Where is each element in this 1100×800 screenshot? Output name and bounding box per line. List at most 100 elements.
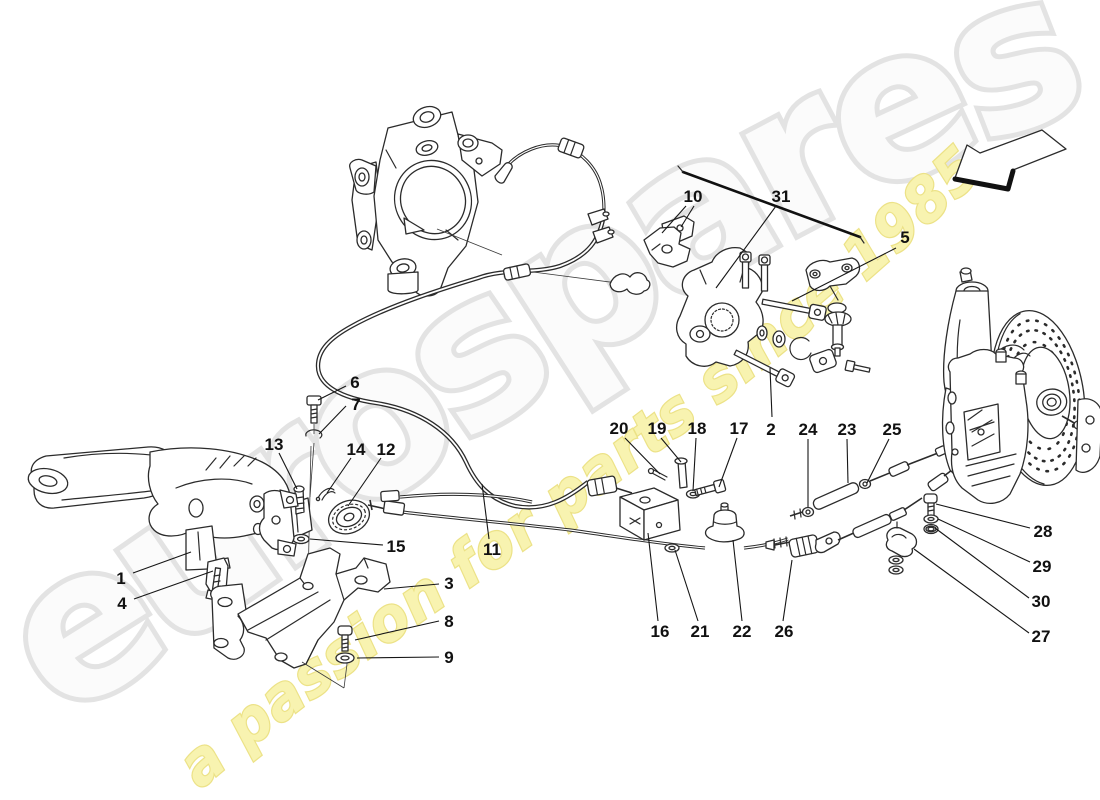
cable-pulley-group xyxy=(279,395,406,545)
bolt-28-group xyxy=(923,493,939,535)
callout-31[interactable]: 31 xyxy=(772,187,791,206)
tube-23 xyxy=(812,482,860,510)
callout-14[interactable]: 14 xyxy=(347,440,366,459)
assembly-span-line xyxy=(677,165,865,244)
leader-line-1 xyxy=(132,551,192,574)
callout-7[interactable]: 7 xyxy=(351,395,360,414)
callout-18[interactable]: 18 xyxy=(688,419,707,438)
split-pin-20 xyxy=(651,468,668,481)
lever-bracket-1 xyxy=(185,525,231,571)
hub xyxy=(1036,388,1068,416)
callout-9[interactable]: 9 xyxy=(444,648,453,667)
knuckle-opening xyxy=(393,159,473,241)
handbrake-cable xyxy=(318,137,790,550)
callout-5[interactable]: 5 xyxy=(900,228,909,247)
mounting-bracket-3 xyxy=(210,547,391,689)
leader-line-25 xyxy=(866,438,890,484)
callout-8[interactable]: 8 xyxy=(444,612,453,631)
leader-line-15 xyxy=(309,538,384,546)
callout-13[interactable]: 13 xyxy=(265,435,284,454)
lever-body xyxy=(147,447,291,539)
clevis-26 xyxy=(765,531,841,558)
steering-knuckle-drawing xyxy=(349,105,503,297)
leader-line-29 xyxy=(937,518,1031,563)
cable-clips xyxy=(587,208,615,244)
leader-line-28 xyxy=(935,503,1031,529)
callout-16[interactable]: 16 xyxy=(651,622,670,641)
callout-29[interactable]: 29 xyxy=(1033,557,1052,576)
callout-22[interactable]: 22 xyxy=(733,622,752,641)
housing-bolt-b xyxy=(758,254,771,292)
right-cable-runs xyxy=(765,445,953,575)
brake-corner xyxy=(941,267,1100,505)
cable-ferrule-top xyxy=(557,137,585,159)
leader-line-12 xyxy=(347,457,382,507)
callout-11[interactable]: 11 xyxy=(483,540,501,559)
callout-28[interactable]: 28 xyxy=(1034,522,1053,541)
callout-6[interactable]: 6 xyxy=(350,373,359,392)
leader-line-18 xyxy=(692,437,697,492)
callout-12[interactable]: 12 xyxy=(377,440,396,459)
cam-block xyxy=(809,348,837,374)
callout-2[interactable]: 2 xyxy=(766,420,775,439)
cable-sleeve xyxy=(502,263,532,281)
grommet-22 xyxy=(704,502,745,543)
callout-30[interactable]: 30 xyxy=(1032,592,1051,611)
callout-15[interactable]: 15 xyxy=(387,537,406,556)
bolt-8 xyxy=(337,625,353,652)
leader-line-19 xyxy=(660,437,682,463)
leader-line-10 xyxy=(661,205,687,234)
callout-26[interactable]: 26 xyxy=(775,622,794,641)
actuator-mechanism xyxy=(609,215,871,388)
callout-17[interactable]: 17 xyxy=(730,419,749,438)
clamp-27 xyxy=(885,521,918,575)
watermark-brand-text: eurospares xyxy=(0,0,1100,768)
bell-crank-5 xyxy=(805,257,861,357)
leader-line-5 xyxy=(791,247,897,302)
leader-line-11 xyxy=(481,483,490,540)
callout-1[interactable]: 1 xyxy=(116,569,125,588)
callout-23[interactable]: 23 xyxy=(838,420,857,439)
leader-line-14 xyxy=(326,457,352,494)
leader-line-30 xyxy=(934,527,1030,599)
long-bolt-lower-2 xyxy=(733,349,796,388)
cable-run-lower xyxy=(837,469,953,541)
callout-3[interactable]: 3 xyxy=(444,574,453,593)
leader-line-27 xyxy=(913,548,1030,634)
leader-line-17 xyxy=(718,437,738,488)
leader-line-6 xyxy=(317,385,347,401)
callout-19[interactable]: 19 xyxy=(648,419,667,438)
small-bolt xyxy=(844,359,871,373)
cable-run-upper xyxy=(789,445,948,520)
callout-24[interactable]: 24 xyxy=(799,420,818,439)
callout-4[interactable]: 4 xyxy=(117,594,127,613)
clip-14 xyxy=(317,487,336,501)
leader-line-9 xyxy=(356,656,440,659)
washer-9 xyxy=(335,652,355,664)
callout-25[interactable]: 25 xyxy=(883,420,902,439)
cable-adjusters xyxy=(367,489,406,516)
pin-19 xyxy=(674,457,688,489)
leader-line-20 xyxy=(624,437,661,475)
leader-line-31 xyxy=(715,205,777,289)
callout-10[interactable]: 10 xyxy=(684,187,703,206)
leader-line-2 xyxy=(769,367,773,418)
long-bolt-upper xyxy=(761,298,827,321)
lock-washer-7 xyxy=(305,429,323,439)
bolt-17 xyxy=(694,478,727,497)
leader-line-21 xyxy=(674,549,699,622)
leader-line-7 xyxy=(318,405,347,435)
callout-20[interactable]: 20 xyxy=(610,419,629,438)
callout-21[interactable]: 21 xyxy=(691,622,710,641)
leader-line-16 xyxy=(647,532,659,622)
leader-line-23 xyxy=(846,438,849,484)
leader-line-22 xyxy=(732,539,743,622)
handbrake-lever xyxy=(27,446,299,603)
equalizer-group xyxy=(619,457,745,553)
brackets-10 xyxy=(643,215,695,268)
callout-27[interactable]: 27 xyxy=(1032,627,1051,646)
leader-line-26 xyxy=(782,559,793,622)
brake-caliper xyxy=(945,344,1031,505)
